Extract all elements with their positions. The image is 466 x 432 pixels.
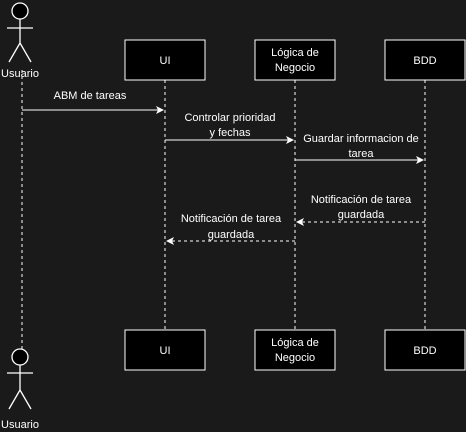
message-label-notif-logic-line2: guardada	[208, 229, 255, 241]
participant-label-ui: UI	[160, 55, 171, 67]
participant-box-ui-bottom	[124, 329, 206, 371]
participant-label-db: BDD	[413, 55, 436, 67]
message-label-notif-db-line1: Notificación de tarea	[311, 194, 412, 206]
message-label-notif-db-line2: guardada	[338, 209, 385, 221]
participant-label-logic-line1: Lógica de	[271, 47, 319, 59]
participant-label-db-bottom: BDD	[413, 345, 436, 357]
message-label-controlar-line2: y fechas	[210, 127, 251, 139]
actor-label-bottom: Usuario	[1, 419, 39, 431]
participant-box-ui	[124, 39, 206, 81]
message-label-abm: ABM de tareas	[54, 90, 127, 102]
participant-box-logic	[254, 39, 336, 81]
message-label-guardar-line1: Guardar informacion de	[303, 133, 419, 145]
participant-box-db-bottom	[384, 329, 466, 371]
participant-box-logic-bottom	[254, 329, 336, 371]
participant-label-logic-bottom-line2: Negocio	[275, 352, 315, 364]
message-label-guardar-line2: tarea	[348, 148, 374, 160]
message-label-controlar-line1: Controlar prioridad	[184, 112, 275, 124]
stick-figure-icon	[7, 348, 33, 410]
participant-label-ui-bottom: UI	[160, 345, 171, 357]
participant-label-logic-bottom-line1: Lógica de	[271, 337, 319, 349]
participant-box-db	[384, 39, 466, 81]
stick-figure-icon	[7, 2, 33, 63]
actor-label-top: Usuario	[1, 68, 39, 80]
message-label-notif-logic-line1: Notificación de tarea	[181, 213, 282, 225]
participant-label-logic-line2: Negocio	[275, 62, 315, 74]
